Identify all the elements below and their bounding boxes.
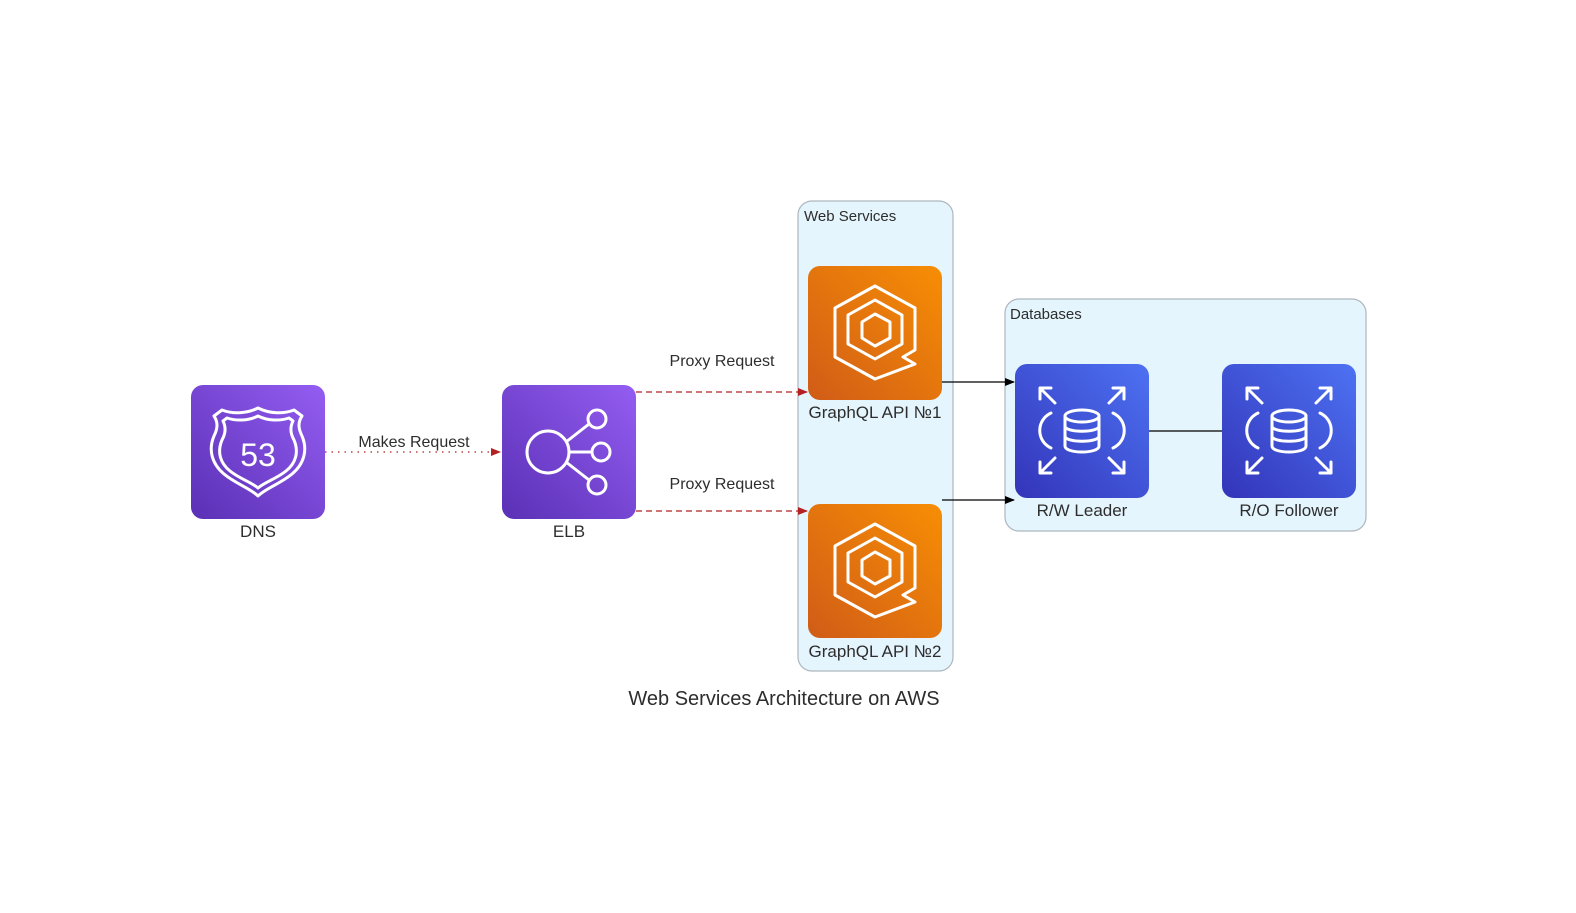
node-ro-follower[interactable]: R/O Follower [1222,364,1356,520]
edge-elb-api1-label: Proxy Request [670,353,775,370]
node-graphql-api-2-label: GraphQL API №2 [809,642,942,661]
node-elb[interactable]: ELB [502,385,636,541]
node-graphql-api-1[interactable]: GraphQL API №1 [808,266,942,422]
node-graphql-api-2[interactable]: GraphQL API №2 [808,504,942,661]
diagram-caption: Web Services Architecture on AWS [628,688,939,710]
node-elb-label: ELB [553,522,585,541]
node-dns-label: DNS [240,522,276,541]
cluster-web-services-label: Web Services [804,208,896,225]
edge-elb-api1: Proxy Request [636,353,808,396]
rds-database-icon [1245,386,1333,475]
edge-dns-elb-label: Makes Request [358,434,470,451]
cluster-databases-label: Databases [1010,306,1082,323]
route53-shield-icon: 53 [209,406,307,498]
node-rw-leader[interactable]: R/W Leader [1015,364,1149,520]
edge-elb-api2-label: Proxy Request [670,476,775,493]
ecs-hexagon-icon [833,284,917,381]
node-dns[interactable]: 53 DNS [191,385,325,541]
rds-database-icon [1038,386,1126,475]
load-balancer-icon [525,408,612,496]
node-ro-follower-label: R/O Follower [1239,501,1339,520]
edge-dns-elb: Makes Request [325,434,501,456]
node-rw-leader-label: R/W Leader [1037,501,1128,520]
edge-elb-api2: Proxy Request [636,476,808,515]
route53-number: 53 [240,437,276,473]
node-graphql-api-1-label: GraphQL API №1 [809,403,942,422]
ecs-hexagon-icon [833,522,917,619]
